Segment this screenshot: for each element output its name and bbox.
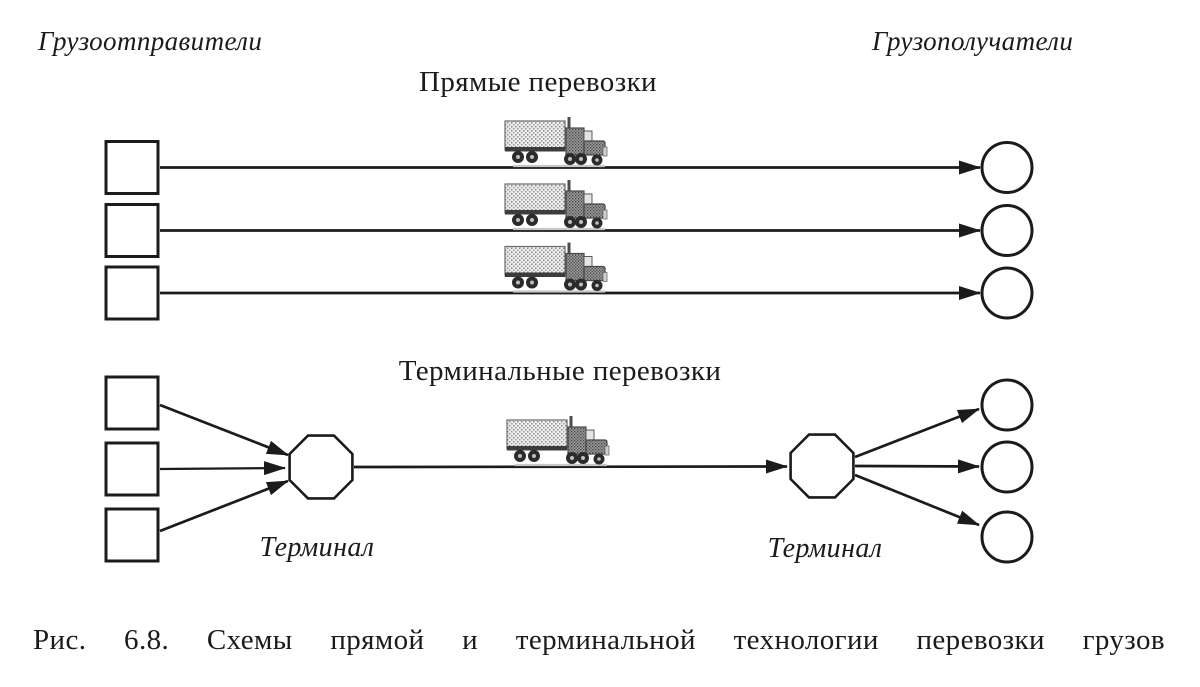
- outbound-arrow: [854, 473, 980, 527]
- inbound-arrow: [159, 403, 289, 457]
- inbound-arrow: [159, 479, 289, 533]
- terminal-routes: [104, 375, 1034, 564]
- direct-section-title: Прямые перевозки: [419, 66, 657, 98]
- figure-caption: Рис. 6.8. Схемы прямой и терминальной те…: [33, 624, 1165, 656]
- terminal-section-title: Терминальные перевозки: [398, 355, 722, 387]
- terminal-octagon-right: [789, 433, 855, 499]
- outbound-arrow: [854, 407, 980, 459]
- consignee-node: [980, 141, 1034, 194]
- linehaul-arrow: [353, 459, 788, 474]
- consignee-node: [980, 510, 1034, 564]
- consignee-node: [980, 378, 1034, 432]
- consignees-label: Грузополучатели: [872, 26, 1074, 56]
- consignee-node: [980, 266, 1034, 320]
- terminal-octagon-left: [288, 434, 354, 500]
- outbound-arrow: [854, 459, 980, 474]
- shipper-node: [104, 265, 160, 321]
- truck-icon: [503, 241, 609, 293]
- direct-routes: [104, 115, 1034, 321]
- terminal-right-label: Терминал: [767, 533, 883, 564]
- consignee-node: [980, 204, 1034, 257]
- shippers-label: Грузоотправители: [38, 26, 263, 56]
- inbound-arrow: [159, 461, 286, 476]
- truck-icon: [503, 178, 609, 231]
- terminal-left-label: Терминал: [259, 532, 375, 563]
- shipper-node: [104, 140, 160, 195]
- shipper-node: [104, 507, 160, 563]
- truck-icon: [505, 414, 611, 467]
- shipper-node: [104, 375, 160, 431]
- shipper-node: [104, 203, 160, 258]
- consignee-node: [980, 440, 1034, 494]
- shipper-node: [104, 441, 160, 497]
- truck-icon: [503, 115, 609, 168]
